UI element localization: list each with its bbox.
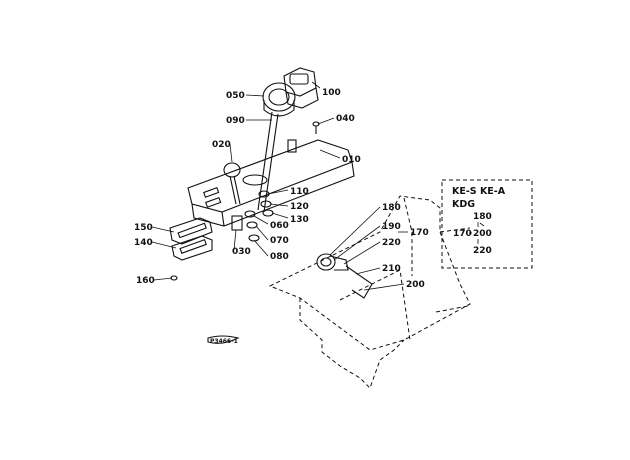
washer-stacks <box>231 190 274 242</box>
callout-100: 100 <box>322 88 341 98</box>
callout-060: 060 <box>270 221 289 231</box>
switch-panels <box>169 217 213 281</box>
gauge-unit <box>262 82 296 117</box>
callout-150: 150 <box>134 223 153 233</box>
leader-lines <box>151 81 485 291</box>
figure-code-badge <box>207 335 240 344</box>
dial-knob <box>316 253 373 299</box>
callout-040: 040 <box>336 114 355 124</box>
variant-box-text: KE-S KE-A KDG 180 170 200 220 <box>452 186 506 256</box>
callout-190: 190 <box>382 222 401 232</box>
callout-030: 030 <box>232 247 251 257</box>
callout-110: 110 <box>290 187 309 197</box>
callout-labels: 050 100 090 040 020 010 110 120 130 060 … <box>134 88 429 290</box>
callout-070: 070 <box>270 236 289 246</box>
callout-180: 180 <box>382 203 401 213</box>
rod <box>257 111 279 213</box>
variant-box <box>441 179 533 269</box>
panel-plate <box>187 139 355 227</box>
variant-item-220: 220 <box>473 246 492 256</box>
callout-220: 220 <box>382 238 401 248</box>
callout-080: 080 <box>270 252 289 262</box>
variant-item-180: 180 <box>473 212 492 222</box>
callout-200: 200 <box>406 280 425 290</box>
callout-020: 020 <box>212 140 231 150</box>
callout-210: 210 <box>382 264 401 274</box>
lower-frame <box>268 195 471 389</box>
variant-item-200: 200 <box>473 229 492 239</box>
variant-model-kdg: KDG <box>452 199 475 210</box>
variant-models: KE-S KE-A <box>452 186 506 197</box>
callout-130: 130 <box>290 215 309 225</box>
callout-160: 160 <box>136 276 155 286</box>
instrument-housing <box>283 67 319 109</box>
callout-140: 140 <box>134 238 153 248</box>
variant-item-170: 170 <box>453 229 472 239</box>
callout-120: 120 <box>290 202 309 212</box>
small-parts <box>223 121 320 205</box>
callout-090: 090 <box>226 116 245 126</box>
callout-010: 010 <box>342 155 361 165</box>
callout-050: 050 <box>226 91 245 101</box>
callout-170: 170 <box>410 228 429 238</box>
figure-code: P3466-1 <box>210 338 238 345</box>
